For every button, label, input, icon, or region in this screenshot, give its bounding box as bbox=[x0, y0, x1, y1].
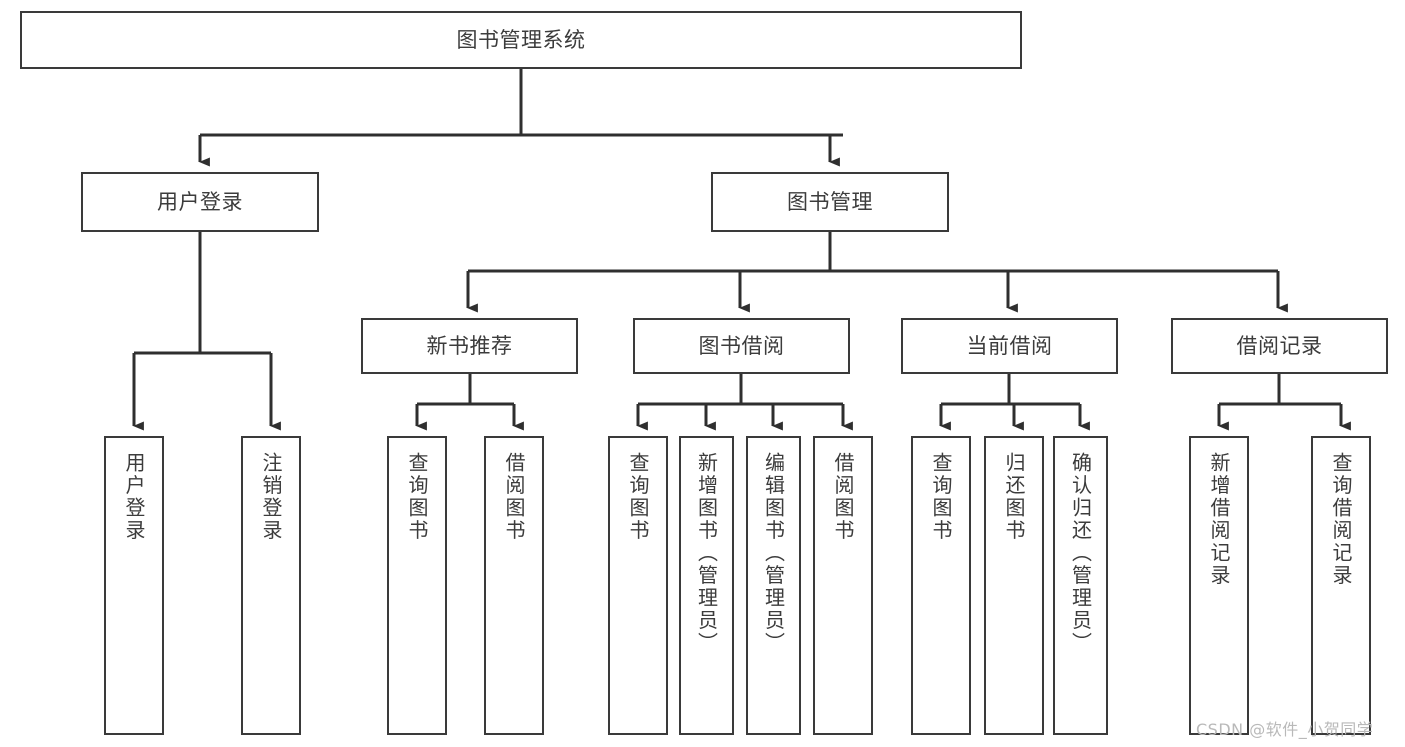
leaf-query-book-cur[interactable]: 查询图书 bbox=[911, 436, 971, 735]
leaf-user-login[interactable]: 用户登录 bbox=[104, 436, 164, 735]
leaf-add-borrow-record-label: 新增借阅记录 bbox=[1207, 452, 1231, 587]
leaf-confirm-return-admin[interactable]: 确认归还（管理员） bbox=[1053, 436, 1108, 735]
leaf-add-book-admin[interactable]: 新增图书（管理员） bbox=[679, 436, 734, 735]
leaf-borrow-book[interactable]: 借阅图书 bbox=[813, 436, 873, 735]
node-current-borrow[interactable]: 当前借阅 bbox=[901, 318, 1118, 374]
node-book-manage[interactable]: 图书管理 bbox=[711, 172, 949, 232]
leaf-confirm-return-admin-label: 确认归还（管理员） bbox=[1068, 452, 1093, 655]
leaf-edit-book-admin-label: 编辑图书（管理员） bbox=[761, 452, 786, 655]
leaf-return-book[interactable]: 归还图书 bbox=[984, 436, 1044, 735]
leaf-query-book-borrow[interactable]: 查询图书 bbox=[608, 436, 668, 735]
leaf-borrow-book-rec[interactable]: 借阅图书 bbox=[484, 436, 544, 735]
node-new-book-rec-label: 新书推荐 bbox=[426, 333, 513, 358]
node-new-book-rec[interactable]: 新书推荐 bbox=[361, 318, 578, 374]
node-user-login-label: 用户登录 bbox=[157, 189, 243, 214]
leaf-query-borrow-record-label: 查询借阅记录 bbox=[1329, 452, 1353, 587]
leaf-query-book-rec-label: 查询图书 bbox=[405, 452, 429, 542]
leaf-add-borrow-record[interactable]: 新增借阅记录 bbox=[1189, 436, 1249, 735]
node-borrow-record-label: 借阅记录 bbox=[1236, 333, 1323, 358]
node-current-borrow-label: 当前借阅 bbox=[966, 333, 1053, 358]
leaf-query-borrow-record[interactable]: 查询借阅记录 bbox=[1311, 436, 1371, 735]
leaf-user-login-label: 用户登录 bbox=[122, 452, 146, 542]
leaf-edit-book-admin[interactable]: 编辑图书（管理员） bbox=[746, 436, 801, 735]
leaf-borrow-book-label: 借阅图书 bbox=[831, 452, 855, 542]
node-root-label: 图书管理系统 bbox=[456, 27, 586, 52]
leaf-logout-login-label: 注销登录 bbox=[259, 452, 283, 542]
leaf-logout-login[interactable]: 注销登录 bbox=[241, 436, 301, 735]
node-root[interactable]: 图书管理系统 bbox=[20, 11, 1022, 69]
node-book-manage-label: 图书管理 bbox=[787, 189, 873, 214]
node-book-borrow[interactable]: 图书借阅 bbox=[633, 318, 850, 374]
node-borrow-record[interactable]: 借阅记录 bbox=[1171, 318, 1388, 374]
node-user-login[interactable]: 用户登录 bbox=[81, 172, 319, 232]
node-book-borrow-label: 图书借阅 bbox=[698, 333, 785, 358]
leaf-query-book-rec[interactable]: 查询图书 bbox=[387, 436, 447, 735]
leaf-query-book-cur-label: 查询图书 bbox=[929, 452, 953, 542]
leaf-query-book-borrow-label: 查询图书 bbox=[626, 452, 650, 542]
csdn-watermark: CSDN @软件_小贺同学 bbox=[1196, 720, 1374, 739]
leaf-borrow-book-rec-label: 借阅图书 bbox=[502, 452, 526, 542]
leaf-return-book-label: 归还图书 bbox=[1002, 452, 1026, 542]
leaf-add-book-admin-label: 新增图书（管理员） bbox=[694, 452, 719, 655]
